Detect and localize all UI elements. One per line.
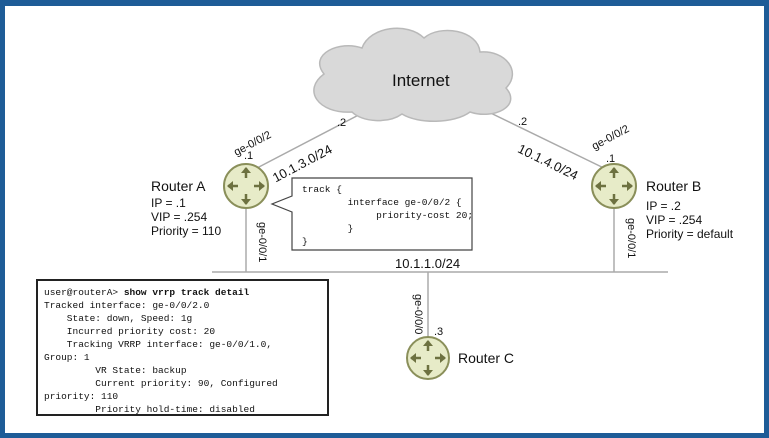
router-b-port-up-host: .1 (606, 153, 616, 165)
link-a-internet (256, 107, 373, 169)
link-b-internet (469, 102, 613, 173)
a-internet-host: .2 (337, 117, 347, 129)
router-b-ip: IP = .2 (646, 199, 681, 213)
cli-line: Tracking VRRP interface: ge-0/0/1.0, (44, 339, 273, 350)
config-line-3: priority-cost 20; (302, 210, 474, 221)
router-b-priority: Priority = default (646, 227, 734, 241)
router-b-icon (591, 163, 637, 209)
config-callout-box (270, 177, 473, 251)
cli-output: user@routerA> show vrrp track detail Tra… (38, 281, 327, 416)
cli-line: VR State: backup (44, 365, 187, 376)
router-a-icon (223, 163, 269, 209)
router-a-vip: VIP = .254 (151, 210, 208, 224)
cli-line: priority: 110 (44, 391, 119, 402)
cli-line: Current priority: 90, Configured (44, 378, 278, 389)
config-line-4: } (302, 223, 354, 234)
router-c-port-host: .3 (434, 326, 444, 338)
b-internet-host: .2 (518, 116, 528, 128)
cli-line: Priority hold-time: disabled (44, 404, 255, 415)
router-b-port-down: ge-0/0/1 (625, 218, 637, 259)
cli-command: show vrrp track detail (123, 287, 250, 298)
router-b-name: Router B (646, 178, 702, 194)
config-line-5: } (302, 236, 308, 247)
router-c-name: Router C (458, 350, 515, 366)
config-line-2: interface ge-0/0/2 { (302, 197, 462, 208)
cli-line: Tracked interface: ge-0/0/2.0 (44, 300, 210, 311)
router-c-port: ge-0/0/0 (412, 294, 424, 335)
lan-subnet: 10.1.1.0/24 (395, 256, 461, 271)
router-a-port-up-host: .1 (244, 150, 254, 162)
router-b-vip: VIP = .254 (646, 213, 703, 227)
router-a-port-down: ge-0/0/1 (256, 222, 268, 263)
cli-prompt: user@routerA> (44, 287, 124, 298)
internet-cloud-icon (313, 27, 513, 122)
cli-output-box: user@routerA> show vrrp track detail Tra… (36, 279, 329, 416)
router-a-ip: IP = .1 (151, 196, 186, 210)
router-a-name: Router A (151, 178, 206, 194)
internet-label: Internet (392, 71, 450, 90)
config-line-1: track { (302, 184, 342, 195)
cli-line: State: down, Speed: 1g (44, 313, 193, 324)
cli-line: Incurred priority cost: 20 (44, 326, 216, 337)
router-c-icon (406, 336, 450, 380)
router-a-priority: Priority = 110 (151, 224, 222, 238)
cli-line: Group: 1 (44, 352, 90, 363)
